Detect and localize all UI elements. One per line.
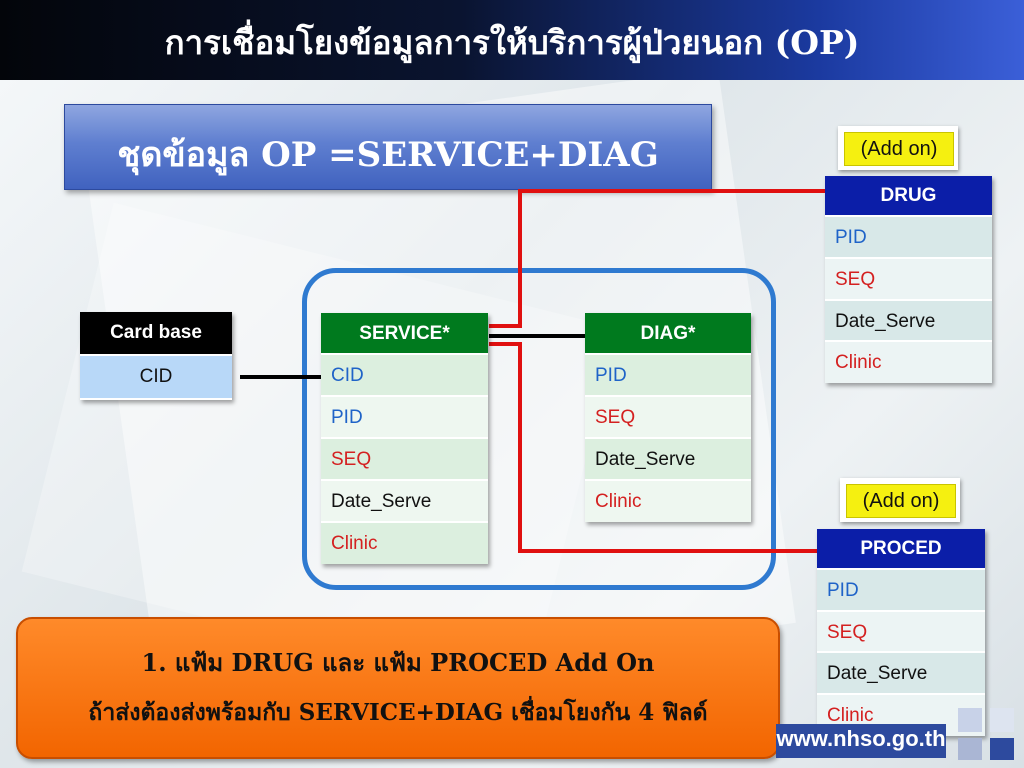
table-proced-field-pid: PID — [817, 570, 985, 612]
note-box: 1. แฟ้ม DRUG และ แฟ้ม PROCED Add On ถ้าส… — [16, 617, 780, 759]
note-line-2: ถ้าส่งต้องส่งพร้อมกับ SERVICE+DIAG เชื่อ… — [88, 699, 708, 726]
table-drug-field-clinic: Clinic — [825, 342, 992, 383]
table-drug-field-seq: SEQ — [825, 259, 992, 301]
decor-square-4 — [958, 738, 982, 760]
table-drug-header: DRUG — [825, 176, 992, 217]
decor-square-2 — [990, 708, 1014, 732]
table-card-base: Card base CID — [80, 312, 232, 400]
table-proced-field-date-serve: Date_Serve — [817, 653, 985, 695]
table-card-base-header: Card base — [80, 312, 232, 356]
table-card-base-field-cid: CID — [80, 356, 232, 400]
note-line-1: 1. แฟ้ม DRUG และ แฟ้ม PROCED Add On — [141, 648, 655, 677]
table-proced-header: PROCED — [817, 529, 985, 570]
table-diag-header: DIAG* — [585, 313, 751, 355]
table-diag-field-pid: PID — [585, 355, 751, 397]
table-diag-field-seq: SEQ — [585, 397, 751, 439]
table-diag-field-clinic: Clinic — [585, 481, 751, 522]
table-service-field-cid: CID — [321, 355, 488, 397]
footer-url: www.nhso.go.th — [776, 724, 946, 758]
table-drug-field-pid: PID — [825, 217, 992, 259]
dataset-banner-text: ชุดข้อมูล OP =SERVICE+DIAG — [117, 135, 659, 175]
dataset-banner: ชุดข้อมูล OP =SERVICE+DIAG — [64, 104, 712, 190]
title-bar — [0, 0, 1024, 80]
slide-title: การเชื่อมโยงข้อมูลการให้บริการผู้ป่วยนอก… — [164, 23, 860, 62]
addon-badge-drug: (Add on) — [838, 126, 958, 170]
table-service-header: SERVICE* — [321, 313, 488, 355]
table-diag-field-date-serve: Date_Serve — [585, 439, 751, 481]
op-dataset-group-outline — [302, 268, 776, 590]
addon-badge-proced: (Add on) — [840, 478, 960, 522]
table-drug-field-date-serve: Date_Serve — [825, 301, 992, 342]
table-proced-field-seq: SEQ — [817, 612, 985, 653]
table-service: SERVICE* CID PID SEQ Date_Serve Clinic — [321, 313, 488, 564]
table-proced: PROCED PID SEQ Date_Serve Clinic — [817, 529, 985, 736]
addon-badge-proced-label: (Add on) — [846, 484, 956, 518]
link-service-drug — [489, 189, 826, 328]
table-service-field-date-serve: Date_Serve — [321, 481, 488, 523]
table-diag: DIAG* PID SEQ Date_Serve Clinic — [585, 313, 751, 522]
table-service-field-clinic: Clinic — [321, 523, 488, 564]
decor-square-1 — [958, 708, 982, 732]
decor-square-3 — [990, 738, 1014, 760]
addon-badge-drug-label: (Add on) — [844, 132, 954, 166]
table-drug: DRUG PID SEQ Date_Serve Clinic — [825, 176, 992, 383]
link-service-proced — [489, 342, 818, 553]
table-service-field-pid: PID — [321, 397, 488, 439]
table-service-field-seq: SEQ — [321, 439, 488, 481]
